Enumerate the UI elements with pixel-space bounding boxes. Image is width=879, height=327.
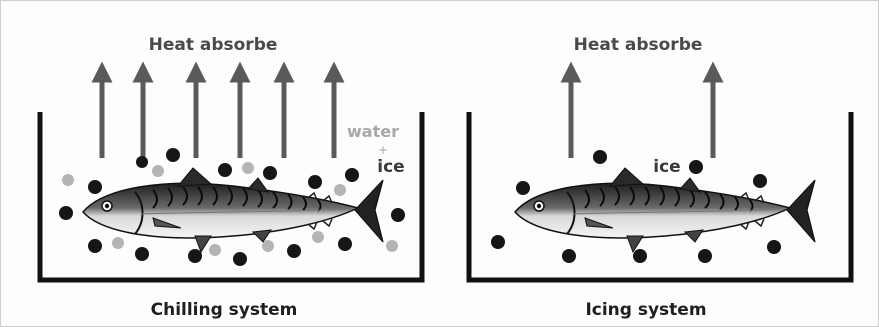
water-drop [262, 240, 274, 252]
chilling-panel: Heat absorbe water + ice [40, 35, 422, 320]
ice-cube [263, 166, 277, 180]
ice-label: ice [653, 157, 680, 177]
ice-cube [753, 174, 767, 188]
fish-illustration [83, 168, 383, 252]
ice-cube [767, 240, 781, 254]
ice-cube [88, 239, 102, 253]
water-drop [334, 184, 346, 196]
ice-cube [135, 247, 149, 261]
ice-cube [593, 150, 607, 164]
water-drop [112, 237, 124, 249]
water-drop [209, 244, 221, 256]
icing-panel: Heat absorbe ice Icing system [469, 35, 851, 320]
chilling-heading: Heat absorbe [149, 35, 278, 55]
ice-cube [233, 252, 247, 266]
ice-cube [562, 249, 576, 263]
water-drop [242, 162, 254, 174]
ice-cube [88, 180, 102, 194]
water-drop [386, 240, 398, 252]
ice-cube [287, 244, 301, 258]
ice-cube [345, 168, 359, 182]
ice-cube [633, 249, 647, 263]
water-drop [62, 174, 74, 186]
water-drop [152, 165, 164, 177]
icing-heading: Heat absorbe [574, 35, 703, 55]
ice-cube [218, 163, 232, 177]
chilling-heat-arrows [102, 72, 334, 158]
ice-cube [491, 235, 505, 249]
icing-caption: Icing system [585, 300, 706, 320]
fish-illustration [515, 168, 815, 252]
ice-cube [308, 175, 322, 189]
water-label: water [347, 122, 399, 141]
ice-cube [516, 181, 530, 195]
ice-cube [698, 249, 712, 263]
ice-cube [391, 208, 405, 222]
ice-cube [166, 148, 180, 162]
icing-heat-arrows [571, 72, 713, 158]
plus-label: + [378, 143, 388, 157]
ice-label: ice [377, 157, 404, 177]
chilling-caption: Chilling system [151, 300, 298, 320]
ice-cube [689, 160, 703, 174]
ice-cube [136, 156, 148, 168]
ice-cube [188, 249, 202, 263]
ice-cube [59, 206, 73, 220]
water-drop [312, 231, 324, 243]
ice-cube [338, 237, 352, 251]
